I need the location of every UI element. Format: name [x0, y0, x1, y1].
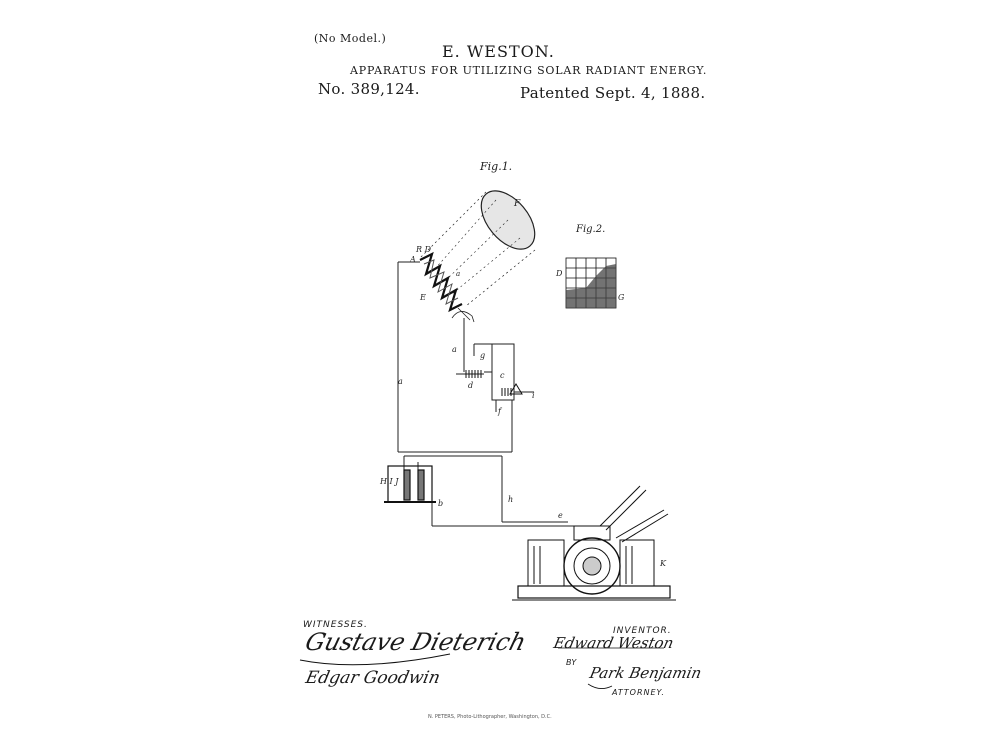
label-RD: R D [415, 245, 432, 254]
label-g: g [480, 351, 485, 360]
fig1-label: Fig.1. [479, 160, 512, 173]
storage-cell [384, 465, 436, 503]
patent-date: Patented Sept. 4, 1888. [520, 84, 706, 102]
label-A: A [409, 255, 416, 264]
label-h: h [508, 495, 513, 504]
label-a-small: a [456, 270, 460, 278]
fig2-grid [565, 257, 617, 309]
inventor-signature: Edward Weston [552, 634, 676, 652]
patent-number: No. 389,124. [318, 80, 420, 98]
patent-title: APPARATUS FOR UTILIZING SOLAR RADIANT EN… [350, 64, 708, 77]
label-HIJ: H I J [379, 477, 399, 486]
inventor-label: INVENTOR. [613, 626, 672, 636]
circuit-wires [397, 261, 580, 527]
label-a-wire: a [452, 345, 457, 354]
fig2-label: Fig.2. [575, 224, 605, 235]
thermopile-zigzag-inner [423, 259, 459, 305]
label-G: G [618, 293, 625, 302]
by-label: BY [566, 658, 577, 667]
witnesses-label: WITNESSES. [303, 620, 368, 630]
no-model-note: (No Model.) [314, 32, 387, 45]
label-a-left: a [398, 377, 403, 386]
attorney-label: ATTORNEY. [612, 688, 665, 697]
label-c: c [500, 371, 505, 380]
attorney-signature: Park Benjamin [588, 664, 704, 682]
label-D: D [555, 269, 563, 278]
label-f: f [497, 407, 503, 416]
label-d: d [468, 381, 473, 390]
printer-credit: N. PETERS, Photo-Lithographer, Washingto… [428, 714, 552, 720]
witness-1-signature: Gustave Dieterich [302, 628, 530, 656]
label-E: E [419, 293, 426, 302]
label-K: K [659, 559, 667, 568]
witness-2-signature: Edgar Goodwin [303, 668, 442, 688]
label-e: e [558, 511, 563, 520]
label-b: b [438, 499, 443, 508]
label-i: i [532, 391, 535, 400]
spring-coil [501, 383, 523, 396]
lens-assembly [419, 190, 536, 307]
inventor-name-heading: E. WESTON. [442, 42, 555, 61]
regulator-coil [465, 370, 482, 378]
electric-motor [512, 485, 676, 601]
label-F: F [513, 199, 521, 209]
